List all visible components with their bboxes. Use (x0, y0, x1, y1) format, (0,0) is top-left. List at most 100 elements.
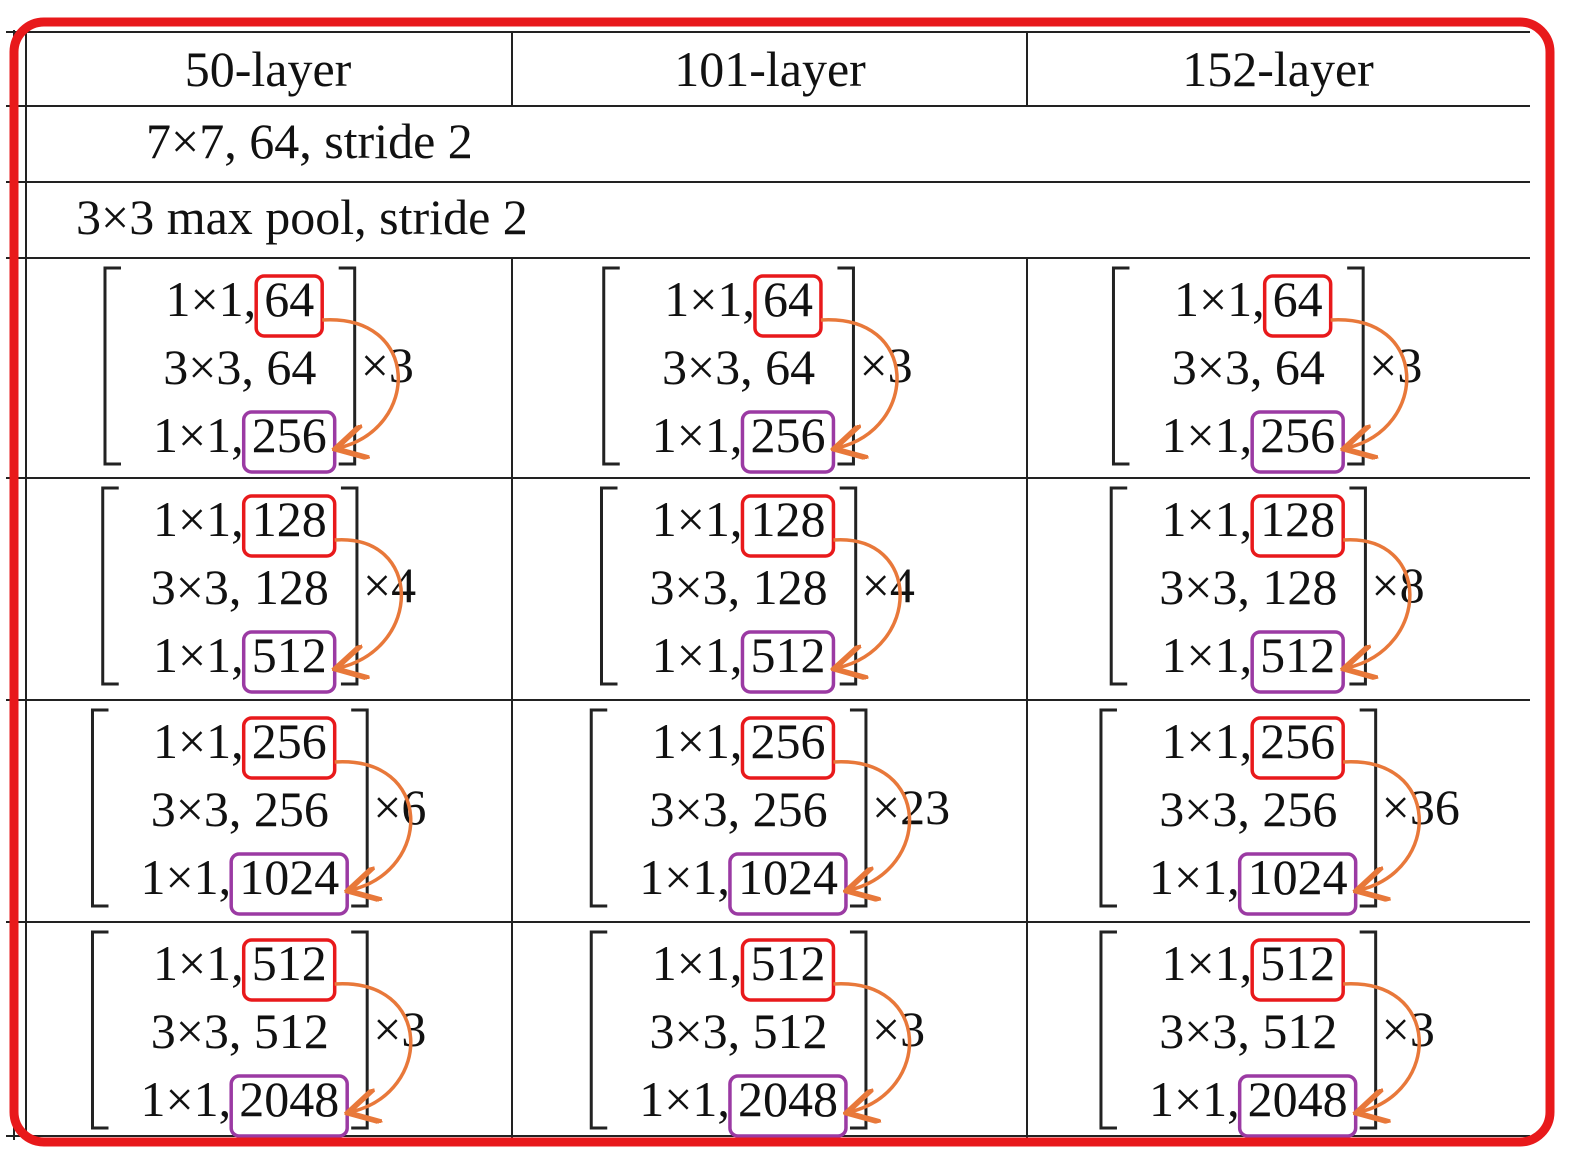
input-channels-highlight (740, 938, 836, 1002)
channel-flow-arrow (1343, 982, 1421, 1112)
block-line-2: 3×3, 128 (1159, 559, 1337, 615)
input-channels-highlight (254, 274, 324, 338)
stage-2-row: 1×1,643×3, 641×1,256×31×1,643×3, 641×1,2… (103, 266, 1422, 474)
right-bracket (351, 708, 369, 908)
block-line-1: 1×1, (652, 491, 743, 547)
input-channels: 128 (750, 491, 825, 547)
input-channels-highlight (1250, 938, 1345, 1002)
output-channels: 1024 (1248, 849, 1348, 905)
repeat-multiplier: ×4 (363, 557, 416, 613)
output-channels: 2048 (239, 1071, 339, 1127)
left-bracket (101, 486, 119, 686)
block-line-3: 1×1, (639, 849, 730, 905)
block-line-1: 1×1, (1161, 491, 1252, 547)
output-channels: 256 (750, 407, 825, 463)
block-line-2: 3×3, 64 (662, 339, 815, 395)
bottleneck-block: 1×1,643×3, 641×1,256×3 (103, 266, 414, 474)
output-channels: 2048 (1248, 1071, 1348, 1127)
block-line-1: 1×1, (652, 935, 743, 991)
input-channels: 64 (264, 271, 314, 327)
header-152-layer: 152-layer (1182, 41, 1374, 97)
block-line-2: 3×3, 256 (151, 781, 329, 837)
block-line-3: 1×1, (1161, 407, 1252, 463)
input-channels: 256 (1260, 713, 1335, 769)
block-line-2: 3×3, 512 (649, 1003, 827, 1059)
header-101-layer: 101-layer (674, 41, 866, 97)
left-bracket (599, 486, 618, 686)
input-channels-highlight (1250, 494, 1345, 558)
input-channels-highlight (1262, 274, 1333, 338)
channel-flow-arrow (820, 318, 899, 448)
left-bracket (589, 930, 608, 1130)
channel-flow-arrow (334, 760, 413, 890)
channel-flow-arrow (833, 538, 902, 668)
output-channels: 256 (252, 407, 327, 463)
block-line-1: 1×1, (165, 271, 256, 327)
output-channels: 512 (252, 627, 327, 683)
block-line-3: 1×1, (153, 627, 244, 683)
right-bracket (1347, 266, 1365, 466)
block-line-3: 1×1, (1149, 1071, 1240, 1127)
left-bracket (602, 266, 620, 466)
input-channels: 256 (750, 713, 825, 769)
output-channels: 512 (750, 627, 825, 683)
highlight-frame (9, 17, 1555, 1147)
input-channels-highlight (740, 494, 836, 558)
channel-flow-arrow (335, 538, 404, 668)
block-line-1: 1×1, (1161, 935, 1252, 991)
channel-flow-arrow (1343, 538, 1412, 668)
conv1-spec: 7×7, 64, stride 2 (146, 113, 473, 169)
input-channels: 64 (1273, 271, 1323, 327)
right-bracket (839, 486, 858, 686)
block-line-2: 3×3, 512 (1159, 1003, 1337, 1059)
right-bracket (338, 266, 357, 466)
output-channels: 256 (1260, 407, 1335, 463)
output-channels: 512 (1260, 627, 1335, 683)
block-line-3: 1×1, (1161, 627, 1252, 683)
block-line-2: 3×3, 256 (1159, 781, 1337, 837)
left-bracket (1099, 708, 1117, 908)
bottleneck-block: 1×1,643×3, 641×1,256×3 (602, 266, 913, 474)
channel-flow-arrow (833, 760, 912, 890)
output-channels: 2048 (738, 1071, 838, 1127)
channel-flow-arrow (322, 318, 400, 448)
block-line-1: 1×1, (153, 935, 244, 991)
right-bracket (849, 708, 868, 908)
block-line-2: 3×3, 512 (151, 1003, 329, 1059)
channel-flow-arrow (1343, 760, 1421, 890)
input-channels: 512 (750, 935, 825, 991)
left-bracket (589, 708, 608, 908)
block-line-2: 3×3, 128 (151, 559, 329, 615)
block-line-1: 1×1, (664, 271, 755, 327)
block-line-2: 3×3, 64 (163, 339, 316, 395)
left-bracket (90, 930, 109, 1130)
block-line-3: 1×1, (153, 407, 244, 463)
bottleneck-block: 1×1,643×3, 641×1,256×3 (1111, 266, 1422, 474)
input-channels-highlight (241, 494, 337, 558)
block-line-2: 3×3, 64 (1172, 339, 1325, 395)
block-line-2: 3×3, 256 (649, 781, 827, 837)
header-row: 50-layer 101-layer 152-layer (185, 41, 1374, 97)
right-bracket (340, 486, 359, 686)
block-line-1: 1×1, (652, 713, 743, 769)
right-bracket (351, 930, 369, 1130)
block-line-1: 1×1, (1161, 713, 1252, 769)
input-channels: 256 (252, 713, 327, 769)
channel-flow-arrow (1330, 318, 1409, 448)
block-line-1: 1×1, (1174, 271, 1265, 327)
left-bracket (1099, 930, 1117, 1130)
block-line-2: 3×3, 128 (649, 559, 827, 615)
block-line-3: 1×1, (140, 1071, 231, 1127)
block-line-3: 1×1, (639, 1071, 730, 1127)
block-line-3: 1×1, (652, 407, 743, 463)
input-channels-highlight (1250, 716, 1345, 780)
input-channels-highlight (740, 716, 836, 780)
